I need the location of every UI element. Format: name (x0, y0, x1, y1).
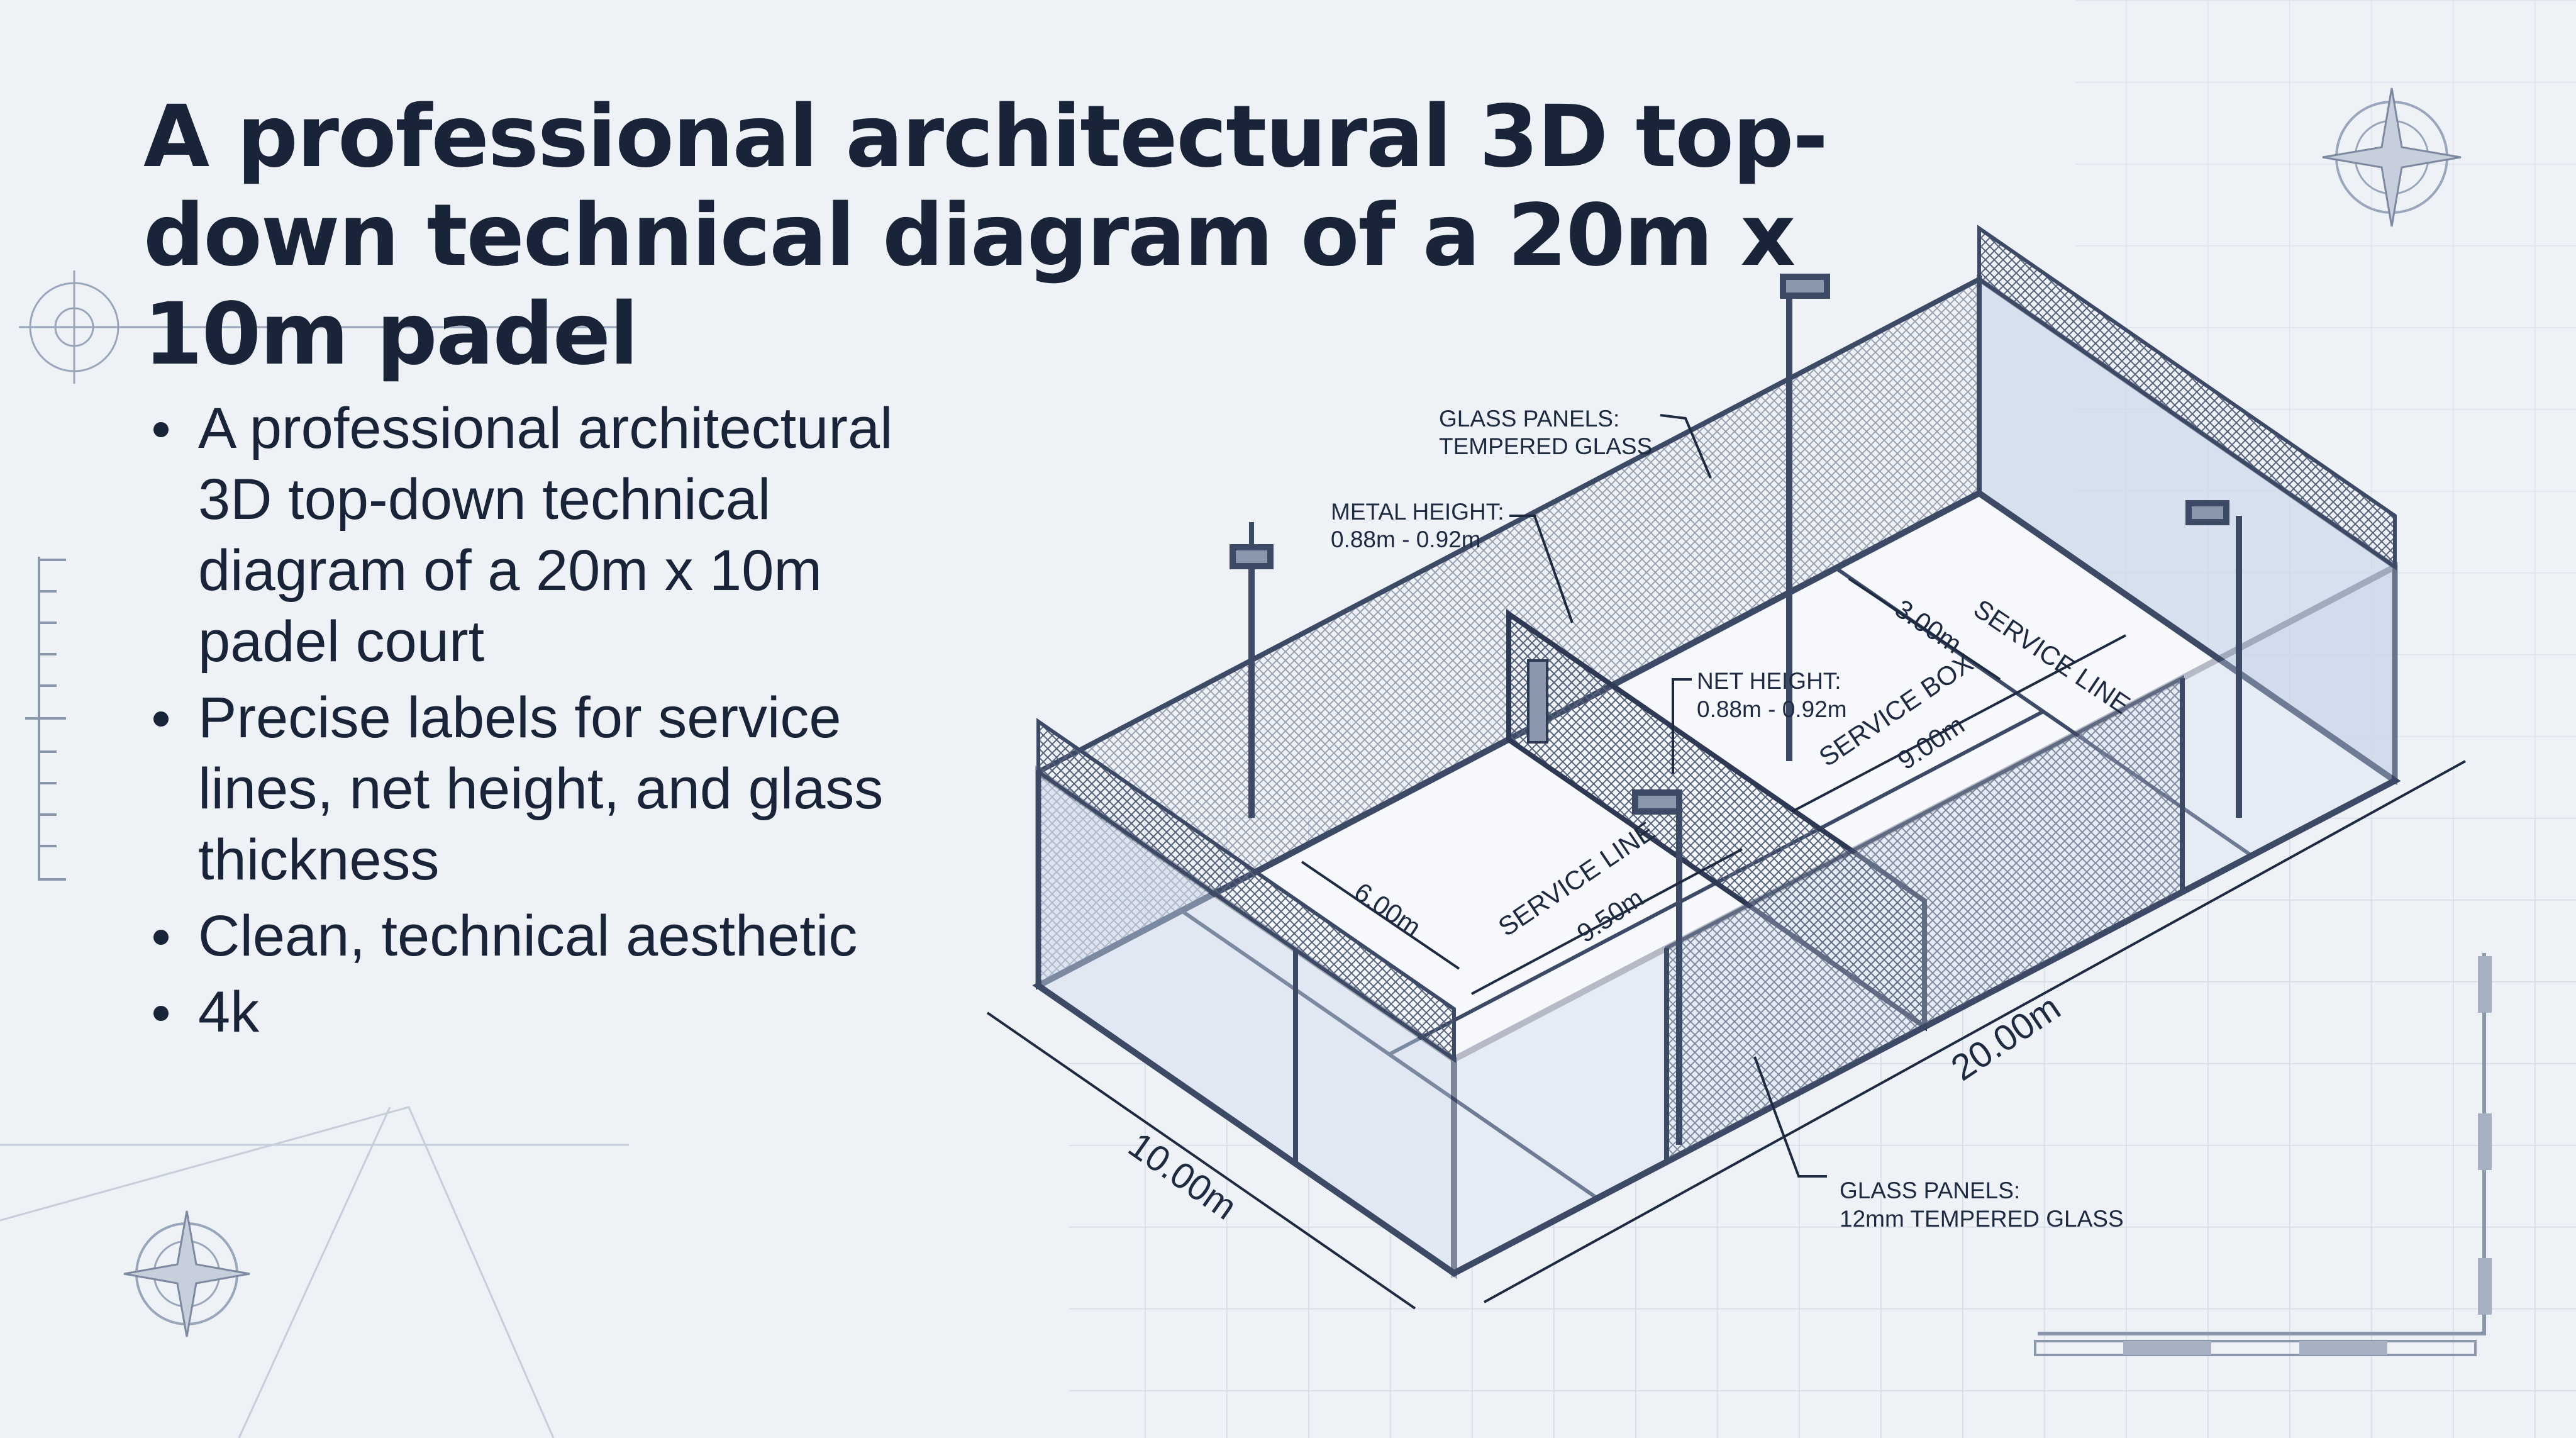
front-wall-mesh (1036, 718, 1456, 1063)
compass-icon (123, 1210, 250, 1337)
label-net-height-1: NET HEIGHT: (1697, 668, 1841, 694)
label-metal-height-2: 0.88m - 0.92m (1331, 527, 1481, 552)
crosshair-icon (19, 270, 629, 384)
back-wall-mesh (1977, 225, 2397, 571)
compass-icon (2322, 87, 2462, 227)
label-glass-panels-top-1: GLASS PANELS: (1439, 406, 1619, 432)
bullet-text: Clean, technical aesthetic (198, 904, 858, 968)
label-glass-panels-top-2: TEMPERED GLASS (1439, 433, 1652, 459)
label-glass-panels-bottom-2: 12mm TEMPERED GLASS (1840, 1206, 2124, 1232)
label-glass-panels-bottom-1: GLASS PANELS: (1840, 1178, 2020, 1203)
bullet-dot-icon (153, 711, 169, 727)
bullet-item: Precise labels for service lines, net he… (151, 683, 969, 896)
bullet-text: 4k (198, 980, 260, 1044)
bullet-dot-icon (153, 1006, 169, 1021)
bullet-list: A professional architectural 3D top-down… (151, 393, 969, 1053)
label-metal-height-1: METAL HEIGHT: (1331, 499, 1504, 525)
page-title: A professional architectural 3D top-down… (143, 87, 1828, 384)
decorative-triangles (0, 1106, 629, 1438)
label-net-height-2: 0.88m - 0.92m (1697, 696, 1847, 722)
bullet-dot-icon (153, 930, 169, 945)
ruler-icon (25, 557, 66, 881)
bullet-item: A professional architectural 3D top-down… (151, 393, 969, 677)
scale-bar (2034, 953, 2492, 1356)
callout-labels: GLASS PANELS: TEMPERED GLASS METAL HEIGH… (1331, 406, 2124, 1232)
bullet-text: A professional architectural 3D top-down… (198, 396, 893, 674)
net-post (1527, 659, 1548, 744)
bullet-text: Precise labels for service lines, net he… (198, 686, 884, 892)
light-poles (1230, 274, 2242, 1145)
padel-court (986, 225, 2466, 1310)
bullet-item: 4k (151, 977, 969, 1048)
bullet-item: Clean, technical aesthetic (151, 901, 969, 972)
bullet-dot-icon (153, 422, 169, 437)
